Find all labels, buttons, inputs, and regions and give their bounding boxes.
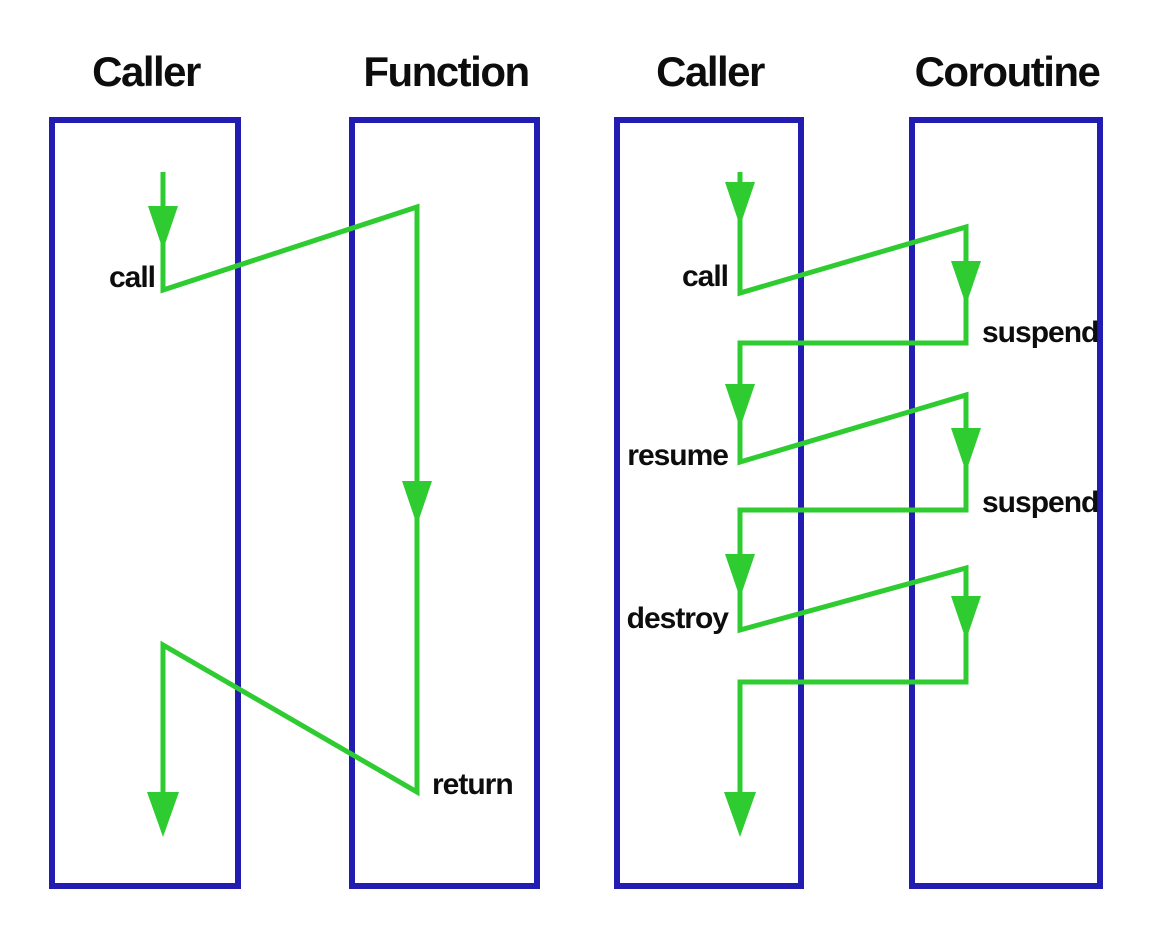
down-arrowhead-icon <box>951 596 981 640</box>
function-call-diagram: Caller Function call return <box>49 48 540 889</box>
resume-label: resume <box>627 439 728 472</box>
down-arrowhead-icon <box>951 428 981 472</box>
down-arrowhead-icon <box>725 554 755 598</box>
caller-lifeline-box <box>614 117 804 889</box>
caller-lifeline-box <box>49 117 241 889</box>
down-arrowhead-icon <box>147 792 179 837</box>
column-header-caller: Caller <box>656 48 765 95</box>
call-label: call <box>109 261 155 294</box>
down-arrowhead-icon <box>725 384 755 428</box>
function-lifeline-box <box>349 117 540 889</box>
destroy-label: destroy <box>627 602 730 635</box>
suspend-label: suspend <box>982 486 1098 519</box>
down-arrowhead-icon <box>725 182 755 226</box>
return-label: return <box>432 768 513 801</box>
coroutine-diagram: Caller Coroutine call suspend resume sus… <box>614 48 1103 889</box>
suspend-label: suspend <box>982 316 1098 349</box>
control-flow-path <box>160 172 420 797</box>
down-arrowhead-icon <box>724 792 756 837</box>
down-arrowhead-icon <box>951 261 981 305</box>
column-header-caller: Caller <box>92 48 201 95</box>
column-header-function: Function <box>363 48 528 95</box>
call-label: call <box>682 260 728 293</box>
coroutine-lifeline-box <box>909 117 1103 889</box>
down-arrowhead-icon <box>402 481 432 525</box>
down-arrowhead-icon <box>148 206 178 250</box>
column-header-coroutine: Coroutine <box>915 48 1100 95</box>
control-flow-path <box>737 172 969 797</box>
